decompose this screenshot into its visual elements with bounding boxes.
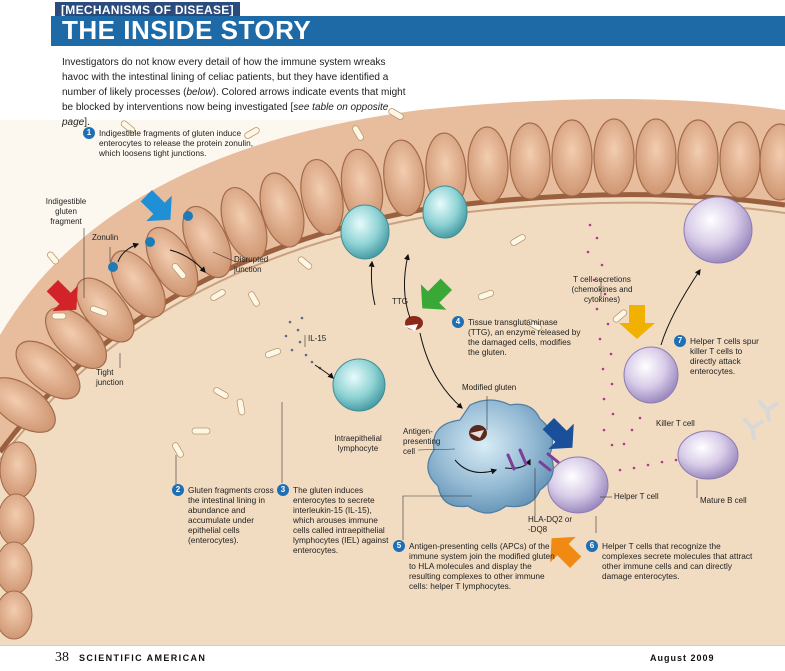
- label-antigen-presenting-cell: Antigen-presenting cell: [403, 427, 441, 456]
- enterocytes: [0, 118, 785, 433]
- label-hla: HLA-DQ2 or -DQ8: [528, 515, 573, 534]
- zonulin-dot-3: [183, 211, 193, 221]
- process-arrows: [117, 242, 701, 475]
- helper-t-cell: [547, 456, 609, 514]
- step-2-text: Gluten fragments cross the intestinal li…: [188, 485, 274, 545]
- step-6-text: Helper T cells that recognize the comple…: [602, 541, 753, 581]
- label-intraepithelial-lymphocyte: Intraepithelial lymphocyte: [334, 434, 382, 453]
- killer-t-cell: [623, 346, 679, 404]
- title-bar: [51, 16, 785, 46]
- footer-rule: [0, 645, 785, 646]
- step-4-text: Tissue transglutaminase (TTG), an enzyme…: [468, 317, 581, 357]
- step-7-text: Helper T cells spur killer T cells to di…: [690, 336, 759, 376]
- step-2-number: 2: [172, 484, 184, 496]
- navy-intervention-arrow: [542, 418, 574, 450]
- blue-intervention-arrow: [140, 190, 172, 222]
- magazine-name: SCIENTIFIC AMERICAN: [79, 653, 207, 663]
- green-intervention-arrow: [420, 278, 452, 310]
- step-1-text: Indigestible fragments of gluten induce …: [99, 128, 254, 158]
- t-cell-secretion-dots: [586, 223, 678, 472]
- label-mature-b-cell: Mature B cell: [700, 496, 747, 505]
- intro-text-em2: see table on opposite page: [62, 102, 389, 128]
- label-modified-gluten: Modified gluten: [462, 383, 517, 392]
- zonulin-dot-2: [145, 237, 155, 247]
- antibody-icons: [743, 400, 779, 440]
- step-1-number: 1: [83, 127, 95, 139]
- antigen-presenting-cell-body: [427, 399, 554, 514]
- lower-wall-cells: [0, 441, 37, 640]
- leader-lines: [83, 228, 698, 540]
- step-3-text: The gluten induces enterocytes to secret…: [293, 485, 389, 555]
- orange-intervention-arrow: [550, 536, 582, 568]
- yellow-intervention-arrow: [619, 305, 655, 339]
- intro-text-em: below: [186, 87, 213, 98]
- label-il15: IL-15: [308, 334, 327, 343]
- epithelial-lining: [0, 99, 785, 452]
- label-ttg: TTG: [392, 297, 408, 306]
- step-4-number: 4: [452, 316, 464, 328]
- red-intervention-arrow: [46, 280, 78, 312]
- step-5-number: 5: [393, 540, 405, 552]
- label-helper-t-cell: Helper T cell: [614, 492, 659, 501]
- iel-cell-2: [422, 185, 468, 239]
- intraepithelial-lymphocyte-cell: [332, 358, 386, 412]
- label-zonulin: Zonulin: [92, 233, 119, 242]
- step-3-number: 3: [277, 484, 289, 496]
- step-5-text: Antigen-presenting cells (APCs) of the i…: [409, 541, 555, 591]
- step-7-number: 7: [674, 335, 686, 347]
- step-6-number: 6: [586, 540, 598, 552]
- intro-paragraph: Investigators do not know every detail o…: [62, 55, 407, 130]
- section-kicker: [MECHANISMS OF DISEASE]: [55, 2, 240, 18]
- issue-date: August 2009: [650, 653, 715, 663]
- label-tight-junction: Tight junction: [96, 368, 124, 387]
- label-killer-t-cell: Killer T cell: [656, 419, 695, 428]
- label-disrupted-junction: Disrupted junction: [234, 255, 269, 274]
- label-indigestible-gluten-fragment: Indigestible gluten fragment: [45, 197, 87, 226]
- zonulin-dot-1: [108, 262, 118, 272]
- iel-cell-1: [340, 204, 390, 260]
- page-number: 38: [55, 650, 69, 665]
- lamina-propria: [0, 192, 785, 645]
- intro-text-a: Investigators do not know every detail o…: [62, 57, 389, 98]
- hla-molecules: [506, 448, 560, 472]
- label-t-cell-secretions: T cell secretions (chemokines and cytoki…: [571, 275, 633, 304]
- gluten-fragments: [47, 108, 628, 458]
- intro-text-b: ). Colored arrows indicate events that m…: [62, 87, 406, 113]
- page-title: THE INSIDE STORY: [62, 15, 312, 45]
- intro-text-c: ].: [84, 117, 90, 128]
- killer-t-cell-active: [683, 196, 753, 264]
- mature-b-cell: [677, 430, 739, 480]
